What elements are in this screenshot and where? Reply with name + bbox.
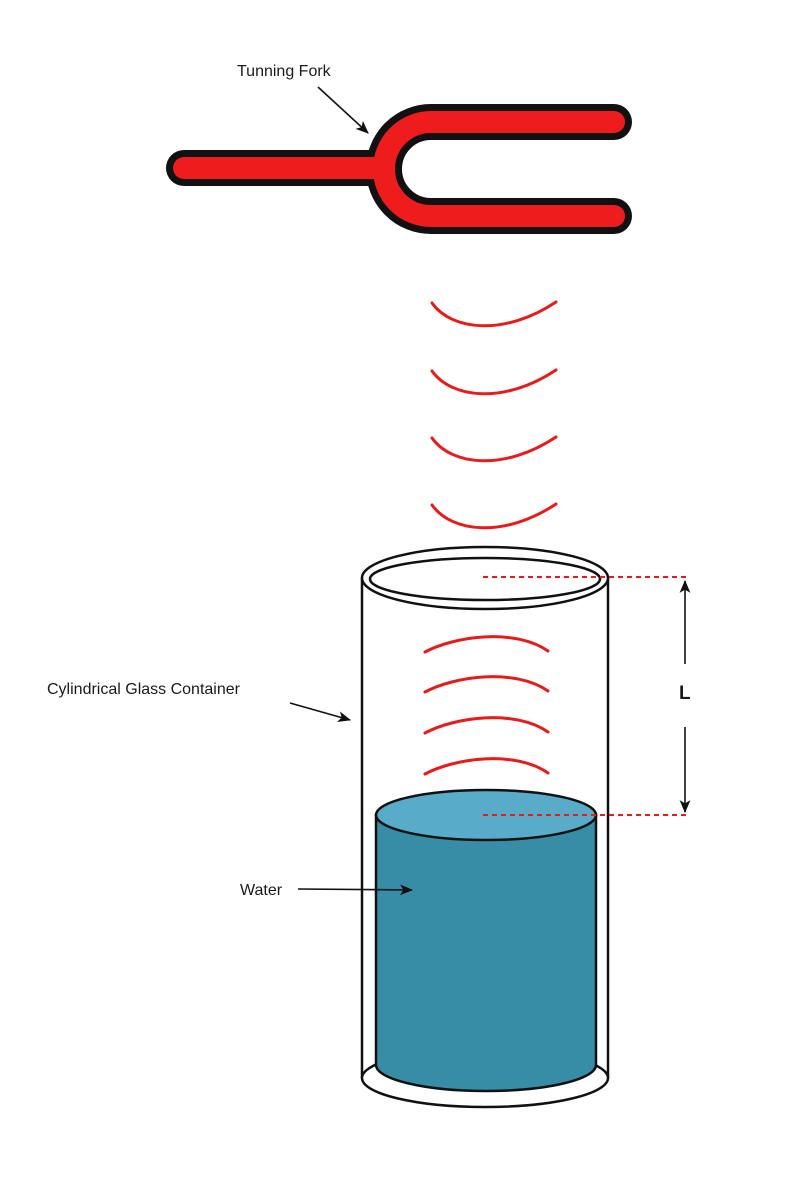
tuning-fork-pointer-arrow bbox=[317, 86, 369, 134]
length-dimension: L bbox=[679, 579, 691, 814]
sound-wave bbox=[423, 635, 550, 654]
container-pointer-arrow bbox=[289, 702, 352, 722]
sound-wave bbox=[423, 757, 550, 776]
water-column bbox=[374, 788, 598, 1093]
tuning-fork-fill bbox=[173, 111, 625, 227]
sound-wave bbox=[430, 435, 558, 463]
sound-wave bbox=[423, 675, 550, 694]
length-label: L bbox=[679, 683, 691, 704]
water-body bbox=[374, 813, 598, 1093]
sound-waves-above bbox=[430, 300, 558, 530]
fork-prongs-outline bbox=[366, 104, 632, 234]
container-rim-inner bbox=[368, 556, 602, 602]
water-pointer-arrow bbox=[297, 884, 414, 896]
water-label: Water bbox=[240, 882, 283, 899]
sound-waves-inside bbox=[423, 635, 550, 776]
length-reference-lines bbox=[483, 576, 686, 816]
sound-wave bbox=[423, 716, 550, 735]
sound-wave bbox=[430, 502, 558, 530]
tuning-fork-label: Tunning Fork bbox=[237, 63, 332, 80]
tuning-fork bbox=[166, 104, 632, 234]
sound-wave bbox=[430, 368, 558, 396]
sound-wave bbox=[430, 300, 558, 328]
container-label: Cylindrical Glass Container bbox=[47, 681, 241, 698]
fork-prongs bbox=[373, 111, 625, 227]
